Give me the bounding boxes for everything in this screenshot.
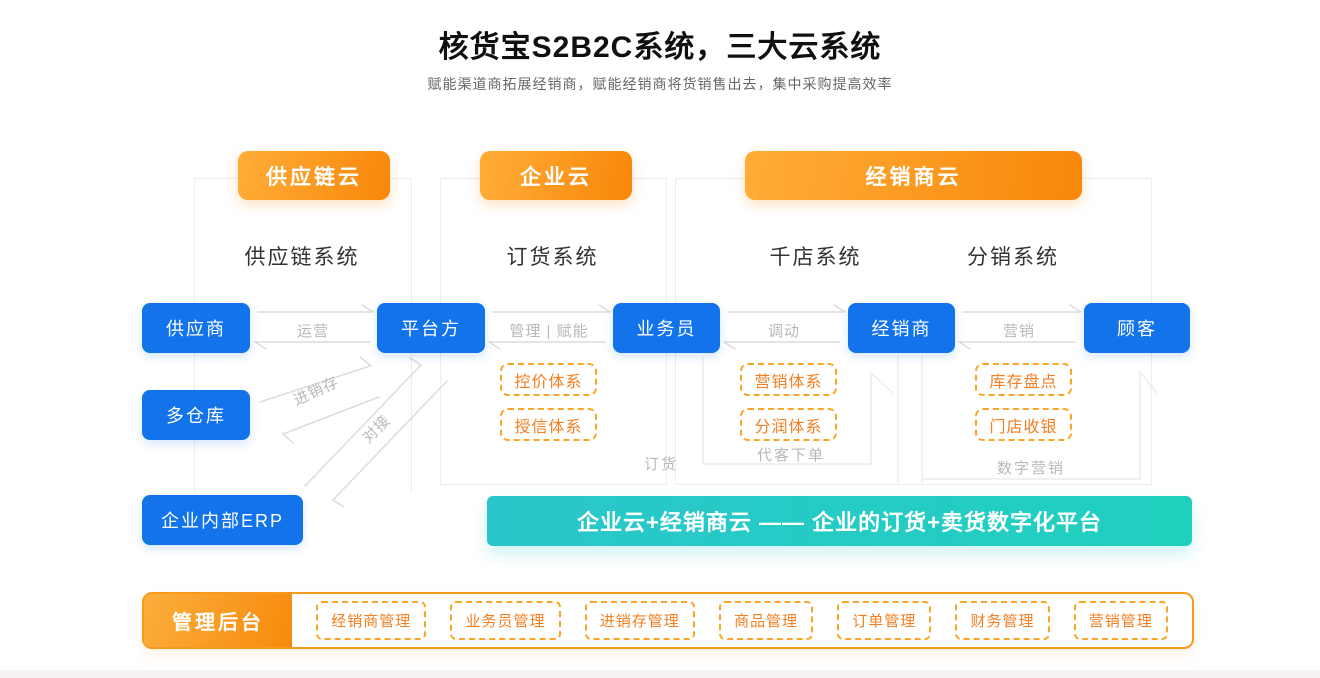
- admin-item-product-mgmt: 商品管理: [718, 601, 813, 640]
- area-label-digital-marketing: 数字营销: [996, 460, 1065, 477]
- node-customer: 顾客: [1084, 303, 1190, 353]
- node-salesman: 业务员: [613, 303, 720, 353]
- area-label-proxy-order: 代客下单: [756, 447, 825, 464]
- module-profit-sharing: 分润体系: [740, 408, 837, 441]
- flow-label-mobilize: 调动: [767, 323, 800, 340]
- admin-backend-title: 管理后台: [144, 594, 292, 647]
- admin-item-marketing-mgmt: 营销管理: [1073, 601, 1168, 640]
- admin-item-salesman-mgmt: 业务员管理: [450, 601, 561, 640]
- module-store-cashier: 门店收银: [975, 408, 1072, 441]
- cloud-badge-supply: 供应链云: [238, 151, 390, 200]
- module-stock-check: 库存盘点: [975, 363, 1072, 396]
- admin-items-row: 经销商管理 业务员管理 进销存管理 商品管理 订单管理 财务管理 营销管理: [292, 594, 1192, 647]
- system-title-supply-chain: 供应链系统: [244, 246, 360, 269]
- admin-backend-bar: 管理后台 经销商管理 业务员管理 进销存管理 商品管理 订单管理 财务管理 营销…: [142, 592, 1194, 649]
- module-credit: 授信体系: [500, 408, 597, 441]
- cloud-badge-distributor: 经销商云: [745, 151, 1082, 200]
- system-title-distribution: 分销系统: [967, 246, 1059, 269]
- module-marketing-system: 营销体系: [740, 363, 837, 396]
- flow-label-market: 营销: [1002, 323, 1035, 340]
- system-title-thousand-store: 千店系统: [769, 246, 862, 269]
- flow-label-operate: 运营: [296, 323, 329, 340]
- admin-item-finance-mgmt: 财务管理: [955, 601, 1050, 640]
- node-distributor: 经销商: [848, 303, 955, 353]
- page-subtitle: 赋能渠道商拓展经销商，赋能经销商将货销售出去，集中采购提高效率: [427, 76, 893, 92]
- page-title: 核货宝S2B2C系统，三大云系统: [438, 31, 882, 64]
- node-multi-warehouse: 多仓库: [142, 390, 250, 440]
- flow-label-manage-empower: 管理 | 赋能: [509, 323, 589, 340]
- bottom-section-edge: [0, 670, 1320, 678]
- module-price-control: 控价体系: [500, 363, 597, 396]
- admin-item-inventory-mgmt: 进销存管理: [584, 601, 695, 640]
- admin-item-distributor-mgmt: 经销商管理: [316, 601, 427, 640]
- node-platform: 平台方: [377, 303, 485, 353]
- node-erp: 企业内部ERP: [142, 495, 303, 545]
- system-title-ordering: 订货系统: [506, 246, 599, 269]
- admin-item-order-mgmt: 订单管理: [837, 601, 932, 640]
- node-supplier: 供应商: [142, 303, 250, 353]
- platform-banner: 企业云+经销商云 —— 企业的订货+卖货数字化平台: [487, 496, 1192, 546]
- area-label-ordering: 订货: [643, 456, 678, 473]
- cloud-badge-enterprise: 企业云: [480, 151, 632, 200]
